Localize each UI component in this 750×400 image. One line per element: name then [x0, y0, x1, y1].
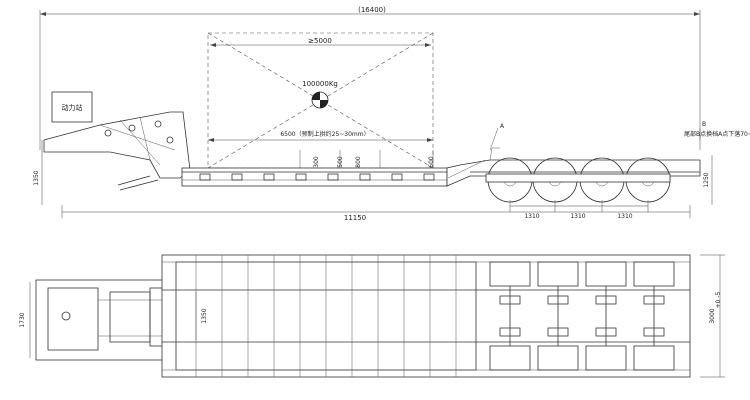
- step-label-800: 800: [355, 156, 362, 168]
- deck-cross-members: [195, 255, 457, 377]
- total-width-label: 3000: [709, 308, 716, 323]
- callout-b: B: [702, 121, 706, 128]
- kingpin-icon: [61, 311, 71, 321]
- axle-assemblies: [489, 261, 675, 371]
- rear-deck: [446, 147, 701, 187]
- wheelbase-main-label: 11150: [344, 214, 366, 222]
- power-station: 动力站: [51, 91, 93, 123]
- deck-inner-width-label: 1350: [201, 308, 208, 323]
- rear-height-label: 1250: [703, 172, 710, 187]
- step-label-500: 500: [337, 156, 344, 168]
- overall-length-label: (16400): [358, 6, 386, 14]
- overall-length-dimension: (16400): [39, 6, 701, 150]
- well-length-note: 6500（预制上拱约25~30mm）: [280, 130, 369, 138]
- top-view: 1730: [19, 254, 725, 378]
- axle-spacing-3: 1310: [617, 213, 632, 220]
- step-label-600: 600: [428, 156, 435, 168]
- gooseneck: [43, 111, 191, 191]
- gooseneck-width-label: 1730: [19, 312, 26, 327]
- lowbed-frame: 300 500 800 600: [181, 150, 448, 187]
- deck-width-min-label: ≥5000: [308, 37, 332, 45]
- height-left-label: 1350: [33, 170, 40, 185]
- load-capacity-label: 100000Kg: [302, 80, 338, 88]
- power-station-label: 动力站: [62, 103, 83, 112]
- gooseneck-top: [35, 279, 177, 361]
- callout-a: A: [500, 123, 505, 130]
- total-width-tolerance: +0 -5: [715, 291, 722, 308]
- rear-note: 尾部B点换档A点下落70~80: [684, 130, 750, 138]
- axle-spacing-1: 1310: [524, 213, 539, 220]
- axle-spacing-2: 1310: [570, 213, 585, 220]
- center-of-gravity-icon: [311, 91, 329, 109]
- step-label-300: 300: [313, 156, 320, 168]
- platform-top: [161, 254, 691, 378]
- side-view: (16400) ≥5000 100000Kg 6500（预制上拱约25~30mm…: [33, 6, 750, 222]
